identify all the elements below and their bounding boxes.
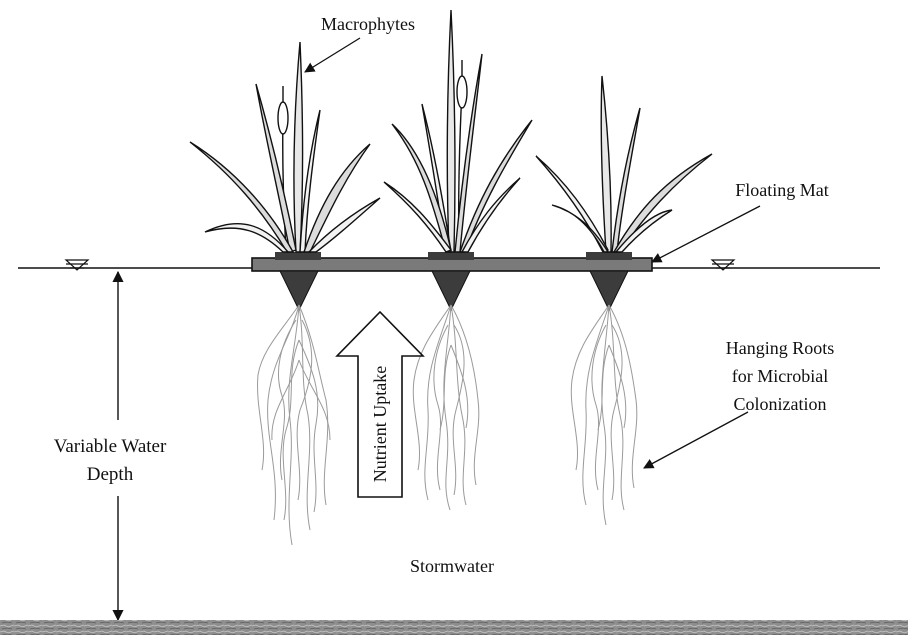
root-plug [432, 271, 470, 310]
macrophyte-plant-1 [190, 42, 380, 252]
nutrient-uptake-label: Nutrient Uptake [370, 366, 390, 482]
plant-pot [586, 252, 632, 260]
floating-mat-pointer-arrow [652, 206, 760, 262]
hanging-roots-label-line3: Colonization [734, 394, 827, 414]
water-depth-label-line2: Depth [87, 464, 134, 485]
hanging-roots-pointer-arrow [644, 412, 748, 468]
macrophytes-pointer-arrow [305, 38, 360, 72]
root-plug [280, 271, 318, 310]
plant-pot [428, 252, 474, 260]
hanging-roots-label-line1: Hanging Roots [726, 338, 835, 358]
sediment-bed [0, 620, 908, 635]
root-plug [590, 271, 628, 310]
macrophytes-label: Macrophytes [321, 14, 415, 34]
hanging-roots-1 [258, 305, 330, 545]
water-depth-label-line1: Variable Water [54, 436, 167, 457]
hanging-roots-label-line2: for Microbial [732, 366, 828, 386]
plant-pot [275, 252, 321, 260]
hanging-roots-3 [571, 305, 637, 525]
floating-mat-label: Floating Mat [735, 180, 829, 200]
macrophyte-plant-2 [384, 10, 532, 252]
macrophyte-plant-3 [536, 76, 712, 252]
hanging-roots-2 [413, 305, 479, 510]
stormwater-label: Stormwater [410, 556, 494, 576]
